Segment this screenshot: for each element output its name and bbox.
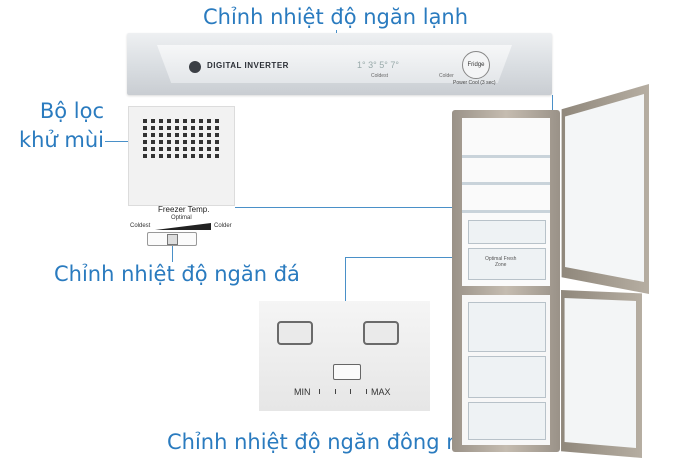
fridge-colder-label: Colder bbox=[439, 73, 454, 79]
crisper-drawer bbox=[468, 220, 546, 244]
freezer-temp-slider[interactable] bbox=[147, 232, 197, 246]
leader-soft-horizontal bbox=[345, 257, 480, 258]
freezer-colder-label: Colder bbox=[214, 223, 232, 229]
fridge-button[interactable]: Fridge bbox=[462, 51, 490, 79]
left-vent bbox=[277, 321, 313, 345]
callout-deodorizer: Bộ lọc khử mùi bbox=[18, 99, 104, 152]
fridge-temp-scale: 1° 3° 5° 7° bbox=[357, 60, 399, 70]
min-label: MIN bbox=[294, 387, 311, 397]
leader-soft-vertical bbox=[345, 257, 346, 301]
optimal-fresh-label: Optimal Fresh Zone bbox=[485, 256, 517, 268]
brand-logo-icon bbox=[189, 61, 201, 73]
freezer-drawer bbox=[468, 356, 546, 398]
control-panel-strip bbox=[157, 45, 512, 83]
freezer-coldest-label: Coldest bbox=[130, 223, 151, 229]
fridge-door-inner bbox=[565, 94, 644, 282]
soft-freeze-panel: MIN MAX bbox=[259, 301, 430, 411]
freezer-temp-title: Freezer Temp. bbox=[158, 205, 210, 214]
callout-soft-freeze: Chỉnh nhiệt độ ngăn đông mềm bbox=[167, 430, 501, 454]
freezer-drawer bbox=[468, 402, 546, 440]
shelf bbox=[462, 210, 550, 213]
callout-fridge-temp: Chỉnh nhiệt độ ngăn lạnh bbox=[203, 5, 469, 29]
freezer-drawer bbox=[468, 302, 546, 352]
leader-freezer-vertical bbox=[172, 244, 173, 262]
leader-freezer-to-fridge bbox=[235, 207, 513, 208]
callout-freezer-temp: Chỉnh nhiệt độ ngăn đá bbox=[54, 262, 300, 286]
shelf bbox=[462, 182, 550, 185]
shelf bbox=[462, 155, 550, 158]
freezer-door-inner bbox=[564, 298, 636, 448]
refrigerator-image: Optimal Fresh Zone bbox=[452, 84, 652, 462]
soft-freeze-slider[interactable] bbox=[333, 364, 361, 380]
fridge-control-panel: DIGITAL INVERTER 1° 3° 5° 7° Coldest Col… bbox=[127, 33, 552, 95]
soft-tick-marks bbox=[319, 389, 367, 394]
brand-label: DIGITAL INVERTER bbox=[207, 61, 289, 70]
fridge-coldest-label: Coldest bbox=[371, 73, 388, 79]
optimal-fresh-drawer bbox=[468, 248, 546, 280]
freezer-optimal-label: Optimal bbox=[171, 215, 192, 221]
right-vent bbox=[363, 321, 399, 345]
freezer-slider-knob[interactable] bbox=[167, 234, 178, 245]
deodorizer-vent-grid bbox=[143, 119, 221, 158]
max-label: MAX bbox=[371, 387, 391, 397]
deodorizer-panel bbox=[128, 106, 235, 206]
power-cool-label: Power Cool (3 sec) bbox=[453, 80, 496, 86]
freezer-temp-wedge bbox=[155, 223, 211, 230]
